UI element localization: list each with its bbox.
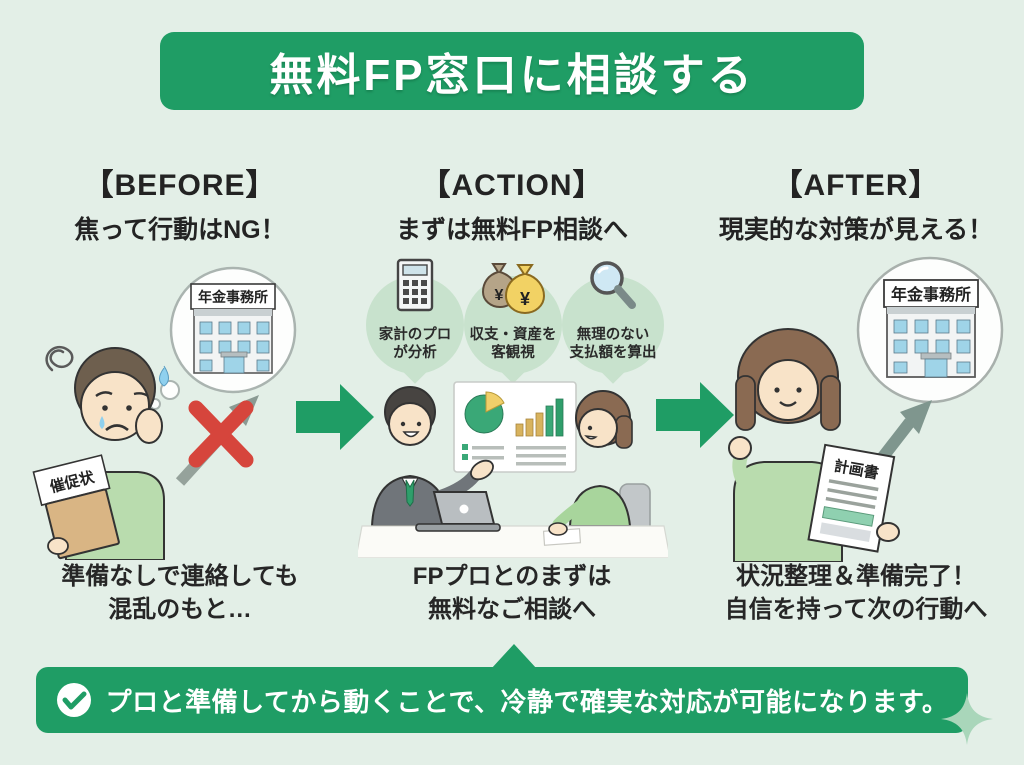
page-title: 無料FP窓口に相談する	[269, 51, 755, 100]
title-banner: 無料FP窓口に相談する	[160, 32, 864, 110]
bubble-assets-label: 収支・資産を 客観視	[470, 326, 557, 374]
flow-arrow-icon	[296, 384, 374, 450]
bubble-analysis-label: 家計のプロ が分析	[379, 326, 452, 374]
pension-office-sign: 年金事務所	[891, 285, 971, 304]
after-header: 【AFTER】 現実的な対策が見える！	[698, 160, 1014, 246]
before-illustration: 年金事務所	[32, 266, 297, 560]
stress-scribble-icon	[45, 345, 74, 372]
chart-board	[453, 381, 577, 473]
red-x-icon	[188, 400, 254, 468]
bubble-assets-line1: 収支・資産を	[469, 326, 557, 343]
sparkle-icon	[941, 693, 993, 745]
action-caption-line1: FPプロとのまずは	[412, 563, 612, 590]
confident-woman: 計画書	[728, 328, 900, 562]
bubble-analysis: 家計のプロ が分析	[366, 258, 464, 384]
sweat-drop-icon	[159, 365, 169, 387]
svg-text:¥: ¥	[495, 287, 504, 304]
after-subtitle: 現実的な対策が見える！	[718, 216, 994, 244]
bubble-payment-line1: 無理のない	[576, 326, 650, 343]
action-subtitle: まずは無料FP相談へ	[396, 216, 628, 244]
envelope: 催促状	[32, 454, 120, 560]
pension-office-building: 年金事務所	[190, 283, 276, 374]
fp-advisor	[370, 386, 494, 527]
before-caption-line1: 準備なしで連絡しても	[61, 563, 299, 590]
bubble-analysis-line2: が分析	[393, 344, 437, 361]
after-caption-line1: 状況整理＆準備完了！	[736, 563, 976, 590]
plan-document: 計画書	[807, 443, 896, 553]
thought-bubble: 年金事務所	[149, 266, 297, 410]
footer-banner: プロと準備してから動くことで、冷静で確実な対応が可能になります。	[36, 667, 968, 733]
bubble-assets: ¥ ¥ 収支・資産を 客観視	[464, 263, 562, 384]
laptop	[415, 491, 501, 532]
worried-person: 催促状	[32, 347, 169, 560]
after-tag: 【AFTER】	[772, 169, 940, 202]
after-illustration: 年金事務所	[728, 256, 1004, 562]
desk	[358, 525, 668, 558]
magnifier-icon	[585, 258, 641, 319]
after-caption: 状況整理＆準備完了！ 自信を持って次の行動へ	[698, 560, 1014, 626]
footer-banner-tail	[491, 644, 537, 669]
bubble-assets-line2: 客観視	[491, 344, 535, 361]
flow-arrow-icon	[656, 382, 734, 448]
check-icon	[56, 683, 91, 717]
goal-circle: 年金事務所	[856, 256, 1004, 404]
before-tag: 【BEFORE】	[83, 169, 277, 202]
tear-icon	[99, 416, 105, 429]
pension-office-building: 年金事務所	[883, 279, 979, 378]
money-bags-icon: ¥ ¥	[480, 258, 546, 321]
action-caption-line2: 無料なご相談へ	[428, 596, 596, 624]
bubble-payment-line2: 支払額を算出	[569, 344, 657, 361]
svg-text:¥: ¥	[520, 289, 530, 309]
action-header: 【ACTION】 まずは無料FP相談へ	[366, 160, 658, 246]
pension-office-sign: 年金事務所	[198, 289, 268, 305]
action-tag: 【ACTION】	[420, 169, 604, 202]
calculator-icon	[395, 258, 435, 319]
bubble-payment: 無理のない 支払額を算出	[562, 261, 664, 384]
before-caption-line2: 混乱のもと…	[108, 596, 252, 624]
after-caption-line2: 自信を持って次の行動へ	[724, 596, 988, 624]
before-caption: 準備なしで連絡しても 混乱のもと…	[28, 560, 332, 626]
consultation-scene	[358, 381, 668, 558]
action-caption: FPプロとのまずは 無料なご相談へ	[366, 560, 658, 626]
before-subtitle: 焦って行動はNG！	[74, 216, 286, 244]
raised-fist	[728, 436, 752, 460]
bubble-payment-label: 無理のない 支払額を算出	[570, 326, 657, 374]
footer-message: プロと準備してから動くことで、冷静で確実な対応が可能になります。	[105, 686, 949, 717]
hand-on-cheek	[135, 408, 163, 444]
bubble-analysis-line1: 家計のプロ	[378, 326, 452, 343]
before-header: 【BEFORE】 焦って行動はNG！	[28, 160, 332, 246]
